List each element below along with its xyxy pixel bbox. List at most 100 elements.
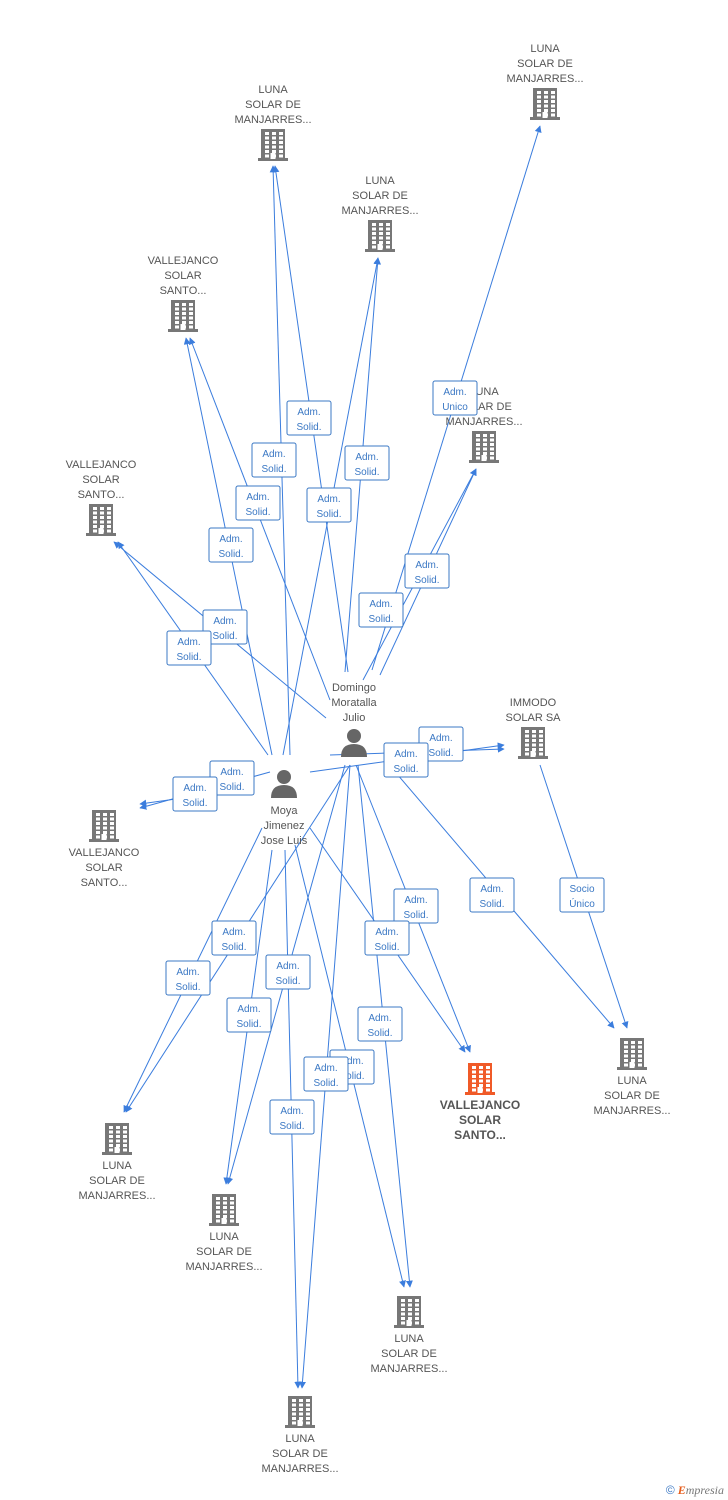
edge-label-line: Adm. [429, 733, 452, 744]
node-label-line: SOLAR DE [517, 58, 573, 70]
edge-label-line: Socio [569, 884, 594, 895]
edge-label-line: Unico [442, 402, 468, 413]
edge-label-line: Solid. [414, 575, 439, 586]
edge-label[interactable]: Adm. Solid. [383, 742, 429, 778]
node-label-line: SOLAR [459, 1113, 501, 1127]
edge-label[interactable]: Adm.Solid. [251, 442, 297, 478]
node-label-line: LUNA [258, 84, 288, 96]
node-c8[interactable]: VALLEJANCO SOLAR SANTO... [69, 810, 140, 889]
node-label-line: Moya [271, 805, 299, 817]
node-label-line: SOLAR [85, 862, 122, 874]
node-c1[interactable]: LUNA SOLAR DE MANJARRES... [506, 43, 584, 120]
node-label-line: Jose Luis [261, 835, 308, 847]
edge-label[interactable]: Adm.Solid. [393, 888, 439, 924]
edge-label[interactable]: Adm. Unico [432, 380, 478, 416]
edge-label[interactable]: Adm.Solid. [286, 400, 332, 436]
building-icon [469, 431, 499, 463]
edge-label-box [559, 877, 605, 913]
node-c6[interactable]: VALLEJANCOSOLARSANTO... [66, 459, 137, 536]
edge-label[interactable]: Adm.Solid. [202, 609, 248, 645]
edge-label-line: Solid. [175, 982, 200, 993]
edge-label-line: Solid. [182, 798, 207, 809]
edge-label-line: Solid. [393, 764, 418, 775]
edge-label-line: Solid. [316, 509, 341, 520]
node-label-line: LUNA [617, 1075, 647, 1087]
node-label-line: SOLAR DE [352, 190, 408, 202]
edge-label-line: Solid. [367, 1028, 392, 1039]
edge-label-line: Adm. [246, 492, 269, 503]
edge-label[interactable]: Adm.Solid. [469, 877, 515, 913]
edge-label[interactable]: Adm.Solid. [358, 592, 404, 628]
node-label-line: MANJARRES... [78, 1190, 155, 1202]
brand-name: mpresia [685, 1483, 724, 1497]
building-icon [518, 727, 548, 759]
edge-label-line: Adm. [394, 749, 417, 760]
edge-label[interactable]: Adm.Solid. [269, 1099, 315, 1135]
edge-label-line: Adm. [443, 387, 466, 398]
building-icon [530, 88, 560, 120]
edge-label[interactable]: Adm.Solid. [364, 920, 410, 956]
edge-label-box [469, 877, 515, 913]
edge-label[interactable]: Adm.Solid. [303, 1056, 349, 1092]
edge-label[interactable]: Adm.Solid. [166, 630, 212, 666]
node-label-line: Moratalla [331, 697, 377, 709]
edge-label-line: Solid. [279, 1121, 304, 1132]
footer-brand: ©Empresia [666, 1483, 724, 1498]
edge-label[interactable]: Adm.Solid. [165, 960, 211, 996]
edge-label[interactable]: Adm.Solid. [172, 776, 218, 812]
node-label-line: VALLEJANCO [440, 1098, 520, 1112]
node-main[interactable]: VALLEJANCOSOLARSANTO... [440, 1063, 520, 1142]
edge-label-line: Adm. [222, 927, 245, 938]
edge-label-box [166, 630, 212, 666]
edge-label-line: Solid. [176, 652, 201, 663]
edge-label-line: Adm. [276, 961, 299, 972]
node-label-line: SOLAR DE [272, 1448, 328, 1460]
edge-label[interactable]: Adm.Solid. [226, 997, 272, 1033]
node-label-line: LUNA [209, 1231, 239, 1243]
edge-label[interactable]: Adm.Solid. [209, 760, 255, 796]
edge-label[interactable]: Adm.Solid. [211, 920, 257, 956]
edge-label-box [393, 888, 439, 924]
edge-label[interactable]: Adm.Solid. [235, 485, 281, 521]
node-label-line: MANJARRES... [261, 1463, 338, 1475]
edge-label-box [383, 742, 429, 778]
edge-label[interactable]: Adm.Solid. [404, 553, 450, 589]
edge-label-box [404, 553, 450, 589]
edge-label-line: Adm. [368, 1013, 391, 1024]
node-label-line: VALLEJANCO [148, 255, 219, 267]
building-icon [258, 129, 288, 161]
building-icon [394, 1296, 424, 1328]
node-label-line: VALLEJANCO [69, 847, 140, 859]
node-label-line: SANTO... [81, 877, 128, 889]
edge-label-line: Adm. [219, 534, 242, 545]
edge-label-box [303, 1056, 349, 1092]
edge-label[interactable]: Adm. Solid. [357, 1006, 403, 1042]
node-label-line: MANJARRES... [506, 73, 583, 85]
building-icon [285, 1396, 315, 1428]
edge-label-box [357, 1006, 403, 1042]
edge-label-line: Adm. [340, 1056, 363, 1067]
edge-label[interactable]: Adm.Solid. [344, 445, 390, 481]
edge-label[interactable]: Adm.Solid. [208, 527, 254, 563]
node-label-line: LUNA [530, 43, 560, 55]
edge-label-line: Adm. [220, 767, 243, 778]
node-c4[interactable]: VALLEJANCOSOLARSANTO... [148, 255, 219, 332]
node-label-line: Jimenez [264, 820, 305, 832]
node-label-line: SOLAR DE [196, 1246, 252, 1258]
edge-label[interactable]: Adm.Solid. [265, 954, 311, 990]
edge-label-line: Único [569, 897, 595, 910]
edge-label[interactable]: Adm.Solid. [306, 487, 352, 523]
edge-label-line: Solid. [339, 1071, 364, 1082]
